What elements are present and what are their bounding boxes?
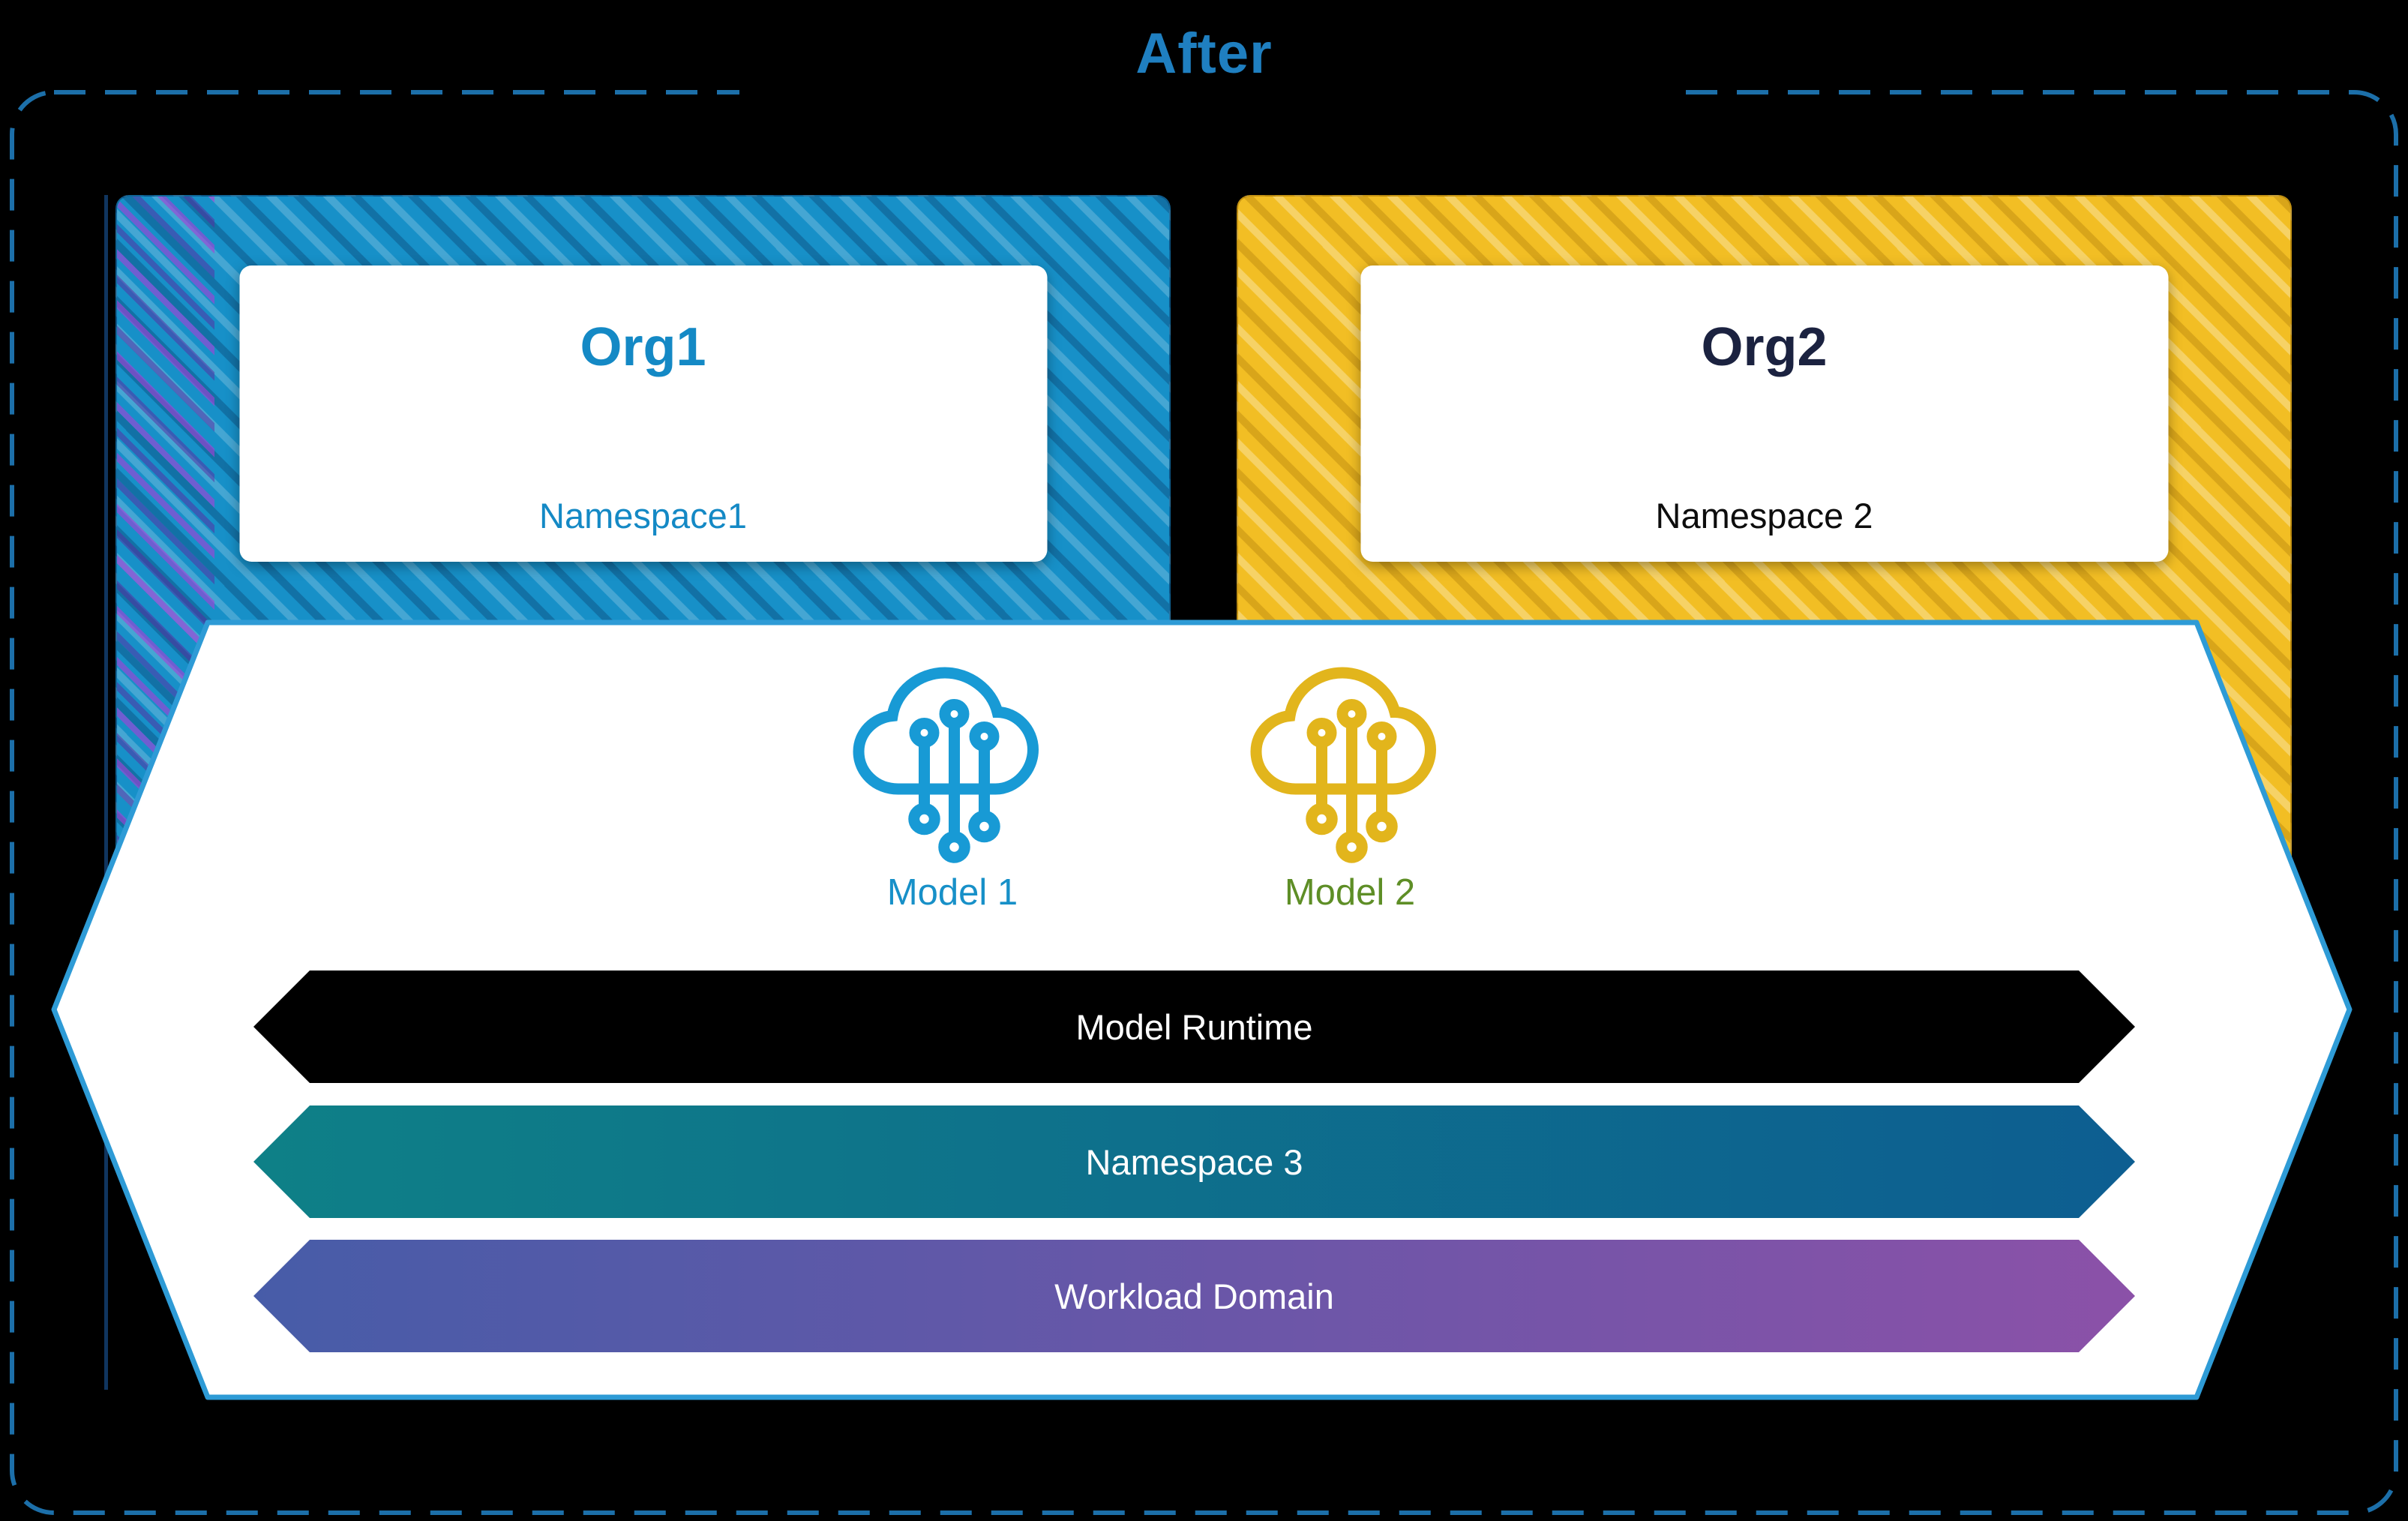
org1-name: Org1 [580, 317, 706, 377]
model1-label: Model 1 [886, 872, 1018, 913]
org2-name: Org2 [1701, 317, 1828, 377]
org1-card: Org1 Namespace1 [239, 266, 1047, 562]
banner-model-runtime-label: Model Runtime [1075, 1006, 1313, 1047]
banner-workload-domain: Workload Domain [253, 1240, 2135, 1352]
model1-cloud-icon [853, 667, 1039, 863]
diagram-title: After [739, 8, 1669, 99]
org1-boundary-line [104, 195, 108, 1390]
model1: Model 1 [832, 654, 1072, 914]
banner-model-runtime: Model Runtime [253, 970, 2135, 1083]
banner-namespace3: Namespace 3 [253, 1106, 2135, 1218]
org1-namespace-label: Namespace1 [539, 496, 747, 536]
model2-cloud-icon [1250, 667, 1437, 863]
model2-label: Model 2 [1284, 872, 1416, 913]
diagram-title-text: After [1135, 21, 1273, 86]
banner-namespace3-label: Namespace 3 [1085, 1142, 1303, 1182]
org2-namespace-label: Namespace 2 [1655, 496, 1873, 536]
banner-workload-domain-label: Workload Domain [1054, 1276, 1334, 1316]
org2-card: Org2 Namespace 2 [1360, 266, 2168, 562]
model2: Model 2 [1230, 654, 1470, 914]
org1-decorative-stripes [117, 196, 214, 1022]
